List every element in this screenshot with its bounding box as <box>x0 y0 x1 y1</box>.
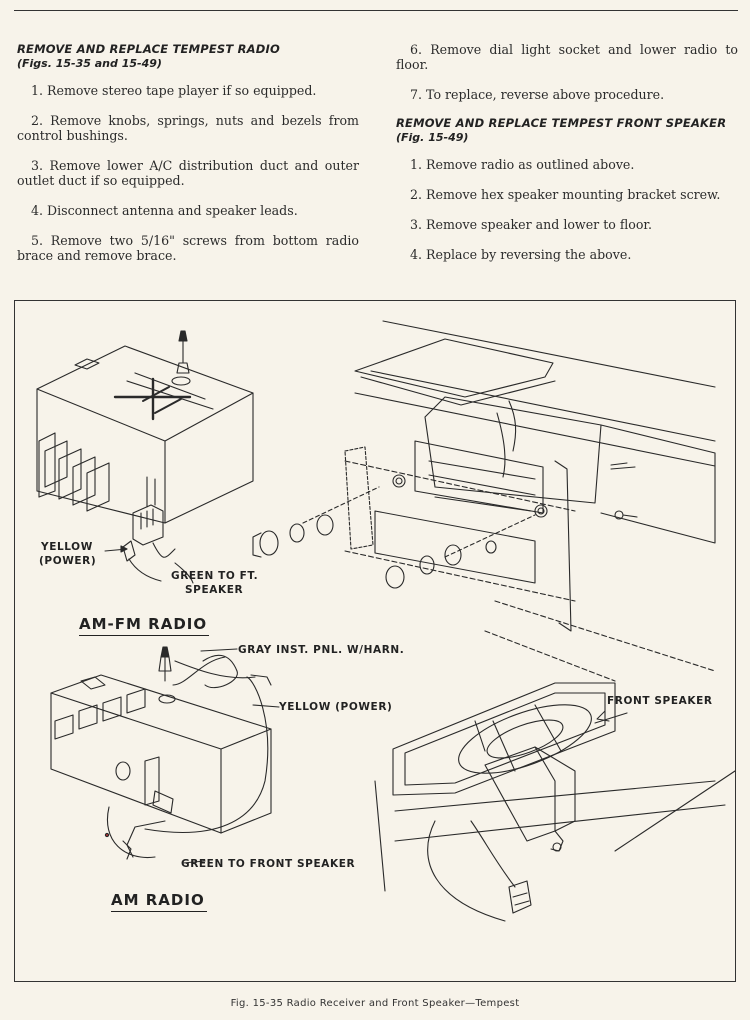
label-green-front: GREEN TO FRONT SPEAKER <box>181 858 356 870</box>
step-3: 3. Remove lower A/C distribution duct an… <box>17 158 359 188</box>
label-speaker: SPEAKER <box>185 584 244 596</box>
section-figs-radio: (Figs. 15-35 and 15-49) <box>17 57 162 70</box>
speaker-step-4: 4. Replace by reversing the above. <box>410 247 632 262</box>
speaker-step-3: 3. Remove speaker and lower to floor. <box>410 217 653 232</box>
label-power: (POWER) <box>39 555 97 567</box>
speaker-step-1: 1. Remove radio as outlined above. <box>410 157 635 172</box>
figure-illustration <box>36 320 736 922</box>
label-gray-harn: GRAY INST. PNL. W/HARN. <box>238 644 405 656</box>
right-column: 6. Remove dial light socket and lower ra… <box>396 42 738 277</box>
top-rule <box>14 10 738 11</box>
step-1: 1. Remove stereo tape player if so equip… <box>31 83 317 98</box>
label-am-radio: AM RADIO <box>111 891 205 909</box>
step-2: 2. Remove knobs, springs, nuts and bezel… <box>17 113 359 143</box>
label-front-speaker: FRONT SPEAKER <box>607 695 713 707</box>
label-yellow: YELLOW <box>41 541 93 553</box>
figure-caption: Fig. 15-35 Radio Receiver and Front Spea… <box>230 998 520 1009</box>
figure-15-35: YELLOW (POWER) GREEN TO FT. SPEAKER AM-F… <box>14 300 736 982</box>
front-speaker-drawing <box>374 682 736 922</box>
left-column: REMOVE AND REPLACE TEMPEST RADIO (Figs. … <box>17 42 359 278</box>
dash-exploded-drawing <box>252 320 716 682</box>
step-6: 6. Remove dial light socket and lower ra… <box>396 42 738 72</box>
label-amfm-radio: AM-FM RADIO <box>79 615 208 633</box>
label-yellow-power-am: YELLOW (POWER) <box>279 701 393 713</box>
step-7: 7. To replace, reverse above procedure. <box>410 87 665 102</box>
step-5: 5. Remove two 5/16" screws from bottom r… <box>17 233 359 263</box>
amfm-underline <box>79 635 209 636</box>
step-4: 4. Disconnect antenna and speaker leads. <box>31 203 298 218</box>
am-radio-drawing <box>50 646 272 860</box>
label-green-ft: GREEN TO FT. <box>171 570 259 582</box>
am-underline <box>111 911 207 912</box>
section-figs-speaker: (Fig. 15-49) <box>396 131 469 144</box>
section-title-speaker: REMOVE AND REPLACE TEMPEST FRONT SPEAKER <box>396 116 727 130</box>
amfm-radio-drawing <box>36 330 254 582</box>
section-title-radio: REMOVE AND REPLACE TEMPEST RADIO <box>17 42 280 56</box>
speaker-step-2: 2. Remove hex speaker mounting bracket s… <box>410 187 721 202</box>
